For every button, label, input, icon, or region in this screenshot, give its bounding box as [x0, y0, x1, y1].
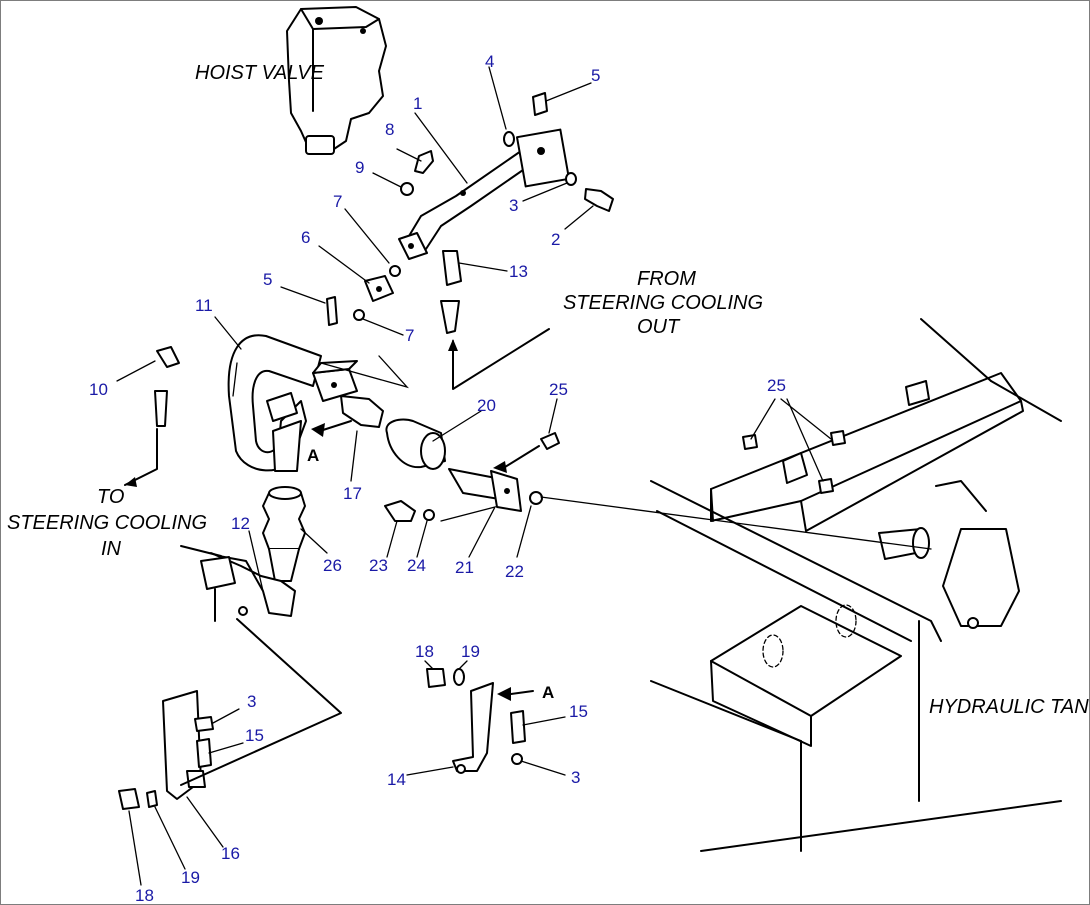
callout-24: 24	[407, 556, 426, 575]
callout-7-upper: 7	[333, 192, 342, 211]
caption-to-1: TO	[97, 486, 124, 508]
callout-13: 13	[509, 262, 528, 281]
callout-3-right: 3	[571, 768, 580, 787]
flange-sleeve	[384, 418, 560, 522]
fittings-upper	[326, 92, 614, 334]
bracket-right	[426, 668, 526, 774]
callout-3-upper: 3	[509, 196, 518, 215]
callout-8: 8	[385, 120, 394, 139]
callout-11: 11	[195, 296, 213, 315]
callout-1: 1	[413, 94, 422, 113]
view-mark-a-lower: A	[542, 683, 554, 702]
callout-16: 16	[221, 844, 240, 863]
callout-17: 17	[343, 484, 362, 503]
caption-to-2: STEERING COOLING	[7, 512, 207, 534]
callout-15-right: 15	[569, 702, 588, 721]
tube-assembly	[398, 128, 571, 260]
flow-arrows	[124, 328, 550, 786]
caption-hydraulic-tank: HYDRAULIC TANK	[929, 696, 1090, 718]
callout-9: 9	[355, 158, 364, 177]
hoist-valve	[286, 6, 387, 155]
callout-18-right: 18	[415, 642, 434, 661]
callout-numbers: 1 2 3 4 5 5 6 7 7 8 9 10 11 12 13 14 15 …	[89, 52, 786, 905]
callout-12: 12	[231, 514, 250, 533]
caption-to-3: IN	[101, 538, 122, 560]
callout-20: 20	[477, 396, 496, 415]
callout-3-left: 3	[247, 692, 256, 711]
hydraulic-tank	[650, 318, 1062, 852]
loop-hose-block	[154, 334, 384, 472]
bellows-pipe	[180, 486, 306, 622]
bracket-left	[118, 690, 214, 810]
callout-25-right: 25	[767, 376, 786, 395]
callout-23: 23	[369, 556, 388, 575]
callout-26: 26	[323, 556, 342, 575]
callout-7-lower: 7	[405, 326, 414, 345]
caption-from-1: FROM	[637, 268, 696, 290]
leader-lines	[116, 66, 932, 886]
callout-22: 22	[505, 562, 524, 581]
callout-10: 10	[89, 380, 108, 399]
callout-25-left: 25	[549, 380, 568, 399]
callout-18-left: 18	[135, 886, 154, 905]
callout-6: 6	[301, 228, 310, 247]
callout-2: 2	[551, 230, 560, 249]
callout-5-upper: 5	[591, 66, 600, 85]
caption-from-2: STEERING COOLING	[563, 292, 763, 314]
caption-from-3: OUT	[637, 316, 681, 338]
callout-14: 14	[387, 770, 406, 789]
caption-hoist-valve: HOIST VALVE	[195, 62, 325, 84]
callout-19-right: 19	[461, 642, 480, 661]
captions: HOIST VALVE FROM STEERING COOLING OUT TO…	[7, 62, 1090, 718]
callout-21: 21	[455, 558, 474, 577]
callout-15-left: 15	[245, 726, 264, 745]
callout-5-lower: 5	[263, 270, 272, 289]
callout-4: 4	[485, 52, 494, 71]
view-mark-a-upper: A	[307, 446, 319, 465]
callout-19-left: 19	[181, 868, 200, 887]
